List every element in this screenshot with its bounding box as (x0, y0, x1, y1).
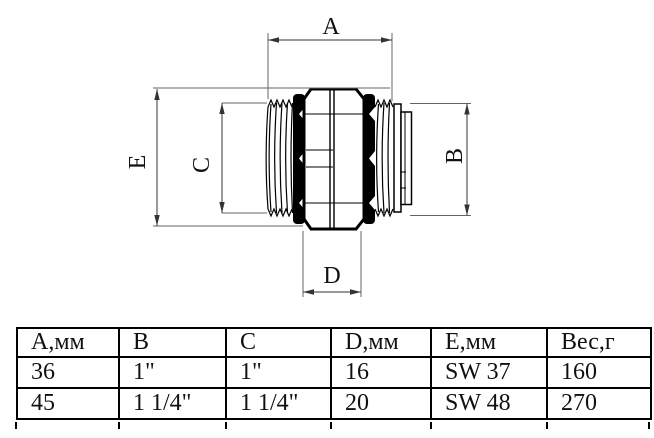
col-header-weight: Вес,г (546, 327, 652, 358)
dimension-b: B (410, 103, 471, 216)
fitting-body (265, 87, 413, 231)
col-header-b: B (118, 327, 227, 358)
dim-label-a: A (322, 14, 340, 40)
dim-label-b: B (442, 148, 468, 164)
cell-e: SW 48 (430, 387, 548, 420)
col-header-d: D,мм (330, 327, 432, 358)
dim-label-d: D (323, 263, 340, 289)
table-border-tail (118, 422, 120, 429)
thread-left-section (265, 98, 294, 218)
cell-c: 1" (225, 356, 332, 389)
table-border-tail (15, 422, 17, 429)
dim-label-e: E (125, 155, 151, 170)
end-cap-steps (393, 103, 413, 213)
table-border-tail (225, 422, 227, 429)
cell-a: 36 (16, 356, 120, 389)
cell-c: 1 1/4" (225, 387, 332, 420)
dimension-a: A (267, 14, 393, 101)
col-header-a: А,мм (16, 327, 120, 358)
dimensions-spec-table: А,мм B C D,мм Е,мм Вес,г 36 1" 1" 16 SW … (16, 327, 652, 420)
table-border-tail (430, 422, 432, 429)
table-border-tail (648, 422, 650, 429)
cell-a: 45 (16, 387, 120, 420)
table-row: 36 1" 1" 16 SW 37 160 (16, 356, 652, 389)
table-border-tail (546, 422, 548, 429)
table-border-tail (330, 422, 332, 429)
cell-e: SW 37 (430, 356, 548, 389)
col-header-e: Е,мм (430, 327, 548, 358)
cell-weight: 160 (546, 356, 652, 389)
fitting-technical-drawing: A E C B (125, 14, 471, 297)
cell-d: 20 (330, 387, 432, 420)
cell-b: 1 1/4" (118, 387, 227, 420)
dimension-e: E (125, 87, 390, 227)
table-header-row: А,мм B C D,мм Е,мм Вес,г (16, 327, 652, 358)
cell-d: 16 (330, 356, 432, 389)
cell-b: 1" (118, 356, 227, 389)
cell-weight: 270 (546, 387, 652, 420)
dimension-c: C (189, 102, 267, 214)
dimension-d: D (302, 231, 362, 297)
hex-nut (302, 87, 366, 231)
table-row: 45 1 1/4" 1 1/4" 20 SW 48 270 (16, 387, 652, 420)
thread-right-section (374, 98, 394, 218)
col-header-c: C (225, 327, 332, 358)
oring-right (363, 94, 375, 224)
dim-label-c: C (189, 157, 215, 173)
